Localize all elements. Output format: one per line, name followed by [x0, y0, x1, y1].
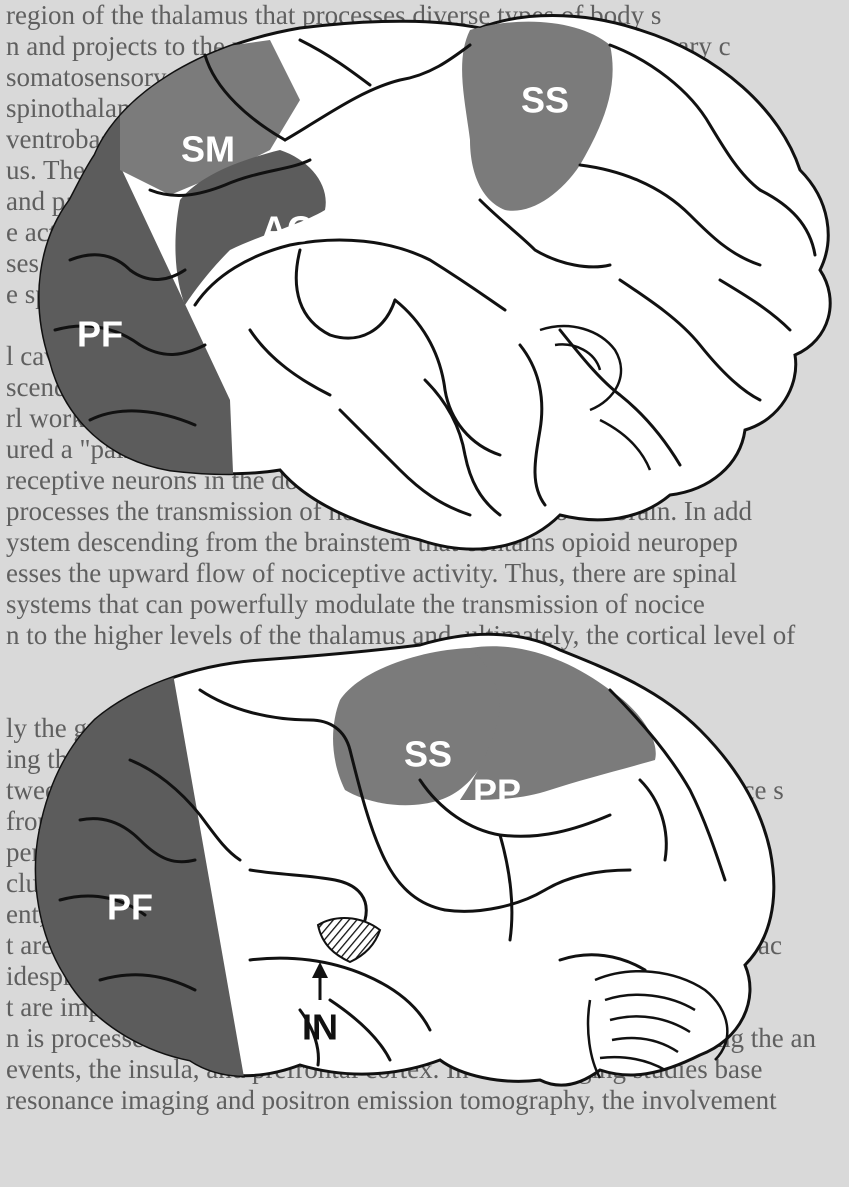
- top-pf-label: PF: [77, 314, 123, 355]
- bottom-pf-label: PF: [107, 887, 153, 928]
- top-ss-label: SS: [521, 80, 569, 121]
- bottom-pp-label: PP: [473, 772, 521, 813]
- bottom-brain: SS PP PF IN: [0, 600, 774, 1100]
- bottom-in-label: IN: [302, 1007, 338, 1048]
- bottom-ss-label: SS: [404, 734, 452, 775]
- top-sm-label: SM: [181, 129, 235, 170]
- top-brain: SS SM AC PF: [0, 0, 830, 549]
- top-ac-label: AC: [261, 209, 313, 250]
